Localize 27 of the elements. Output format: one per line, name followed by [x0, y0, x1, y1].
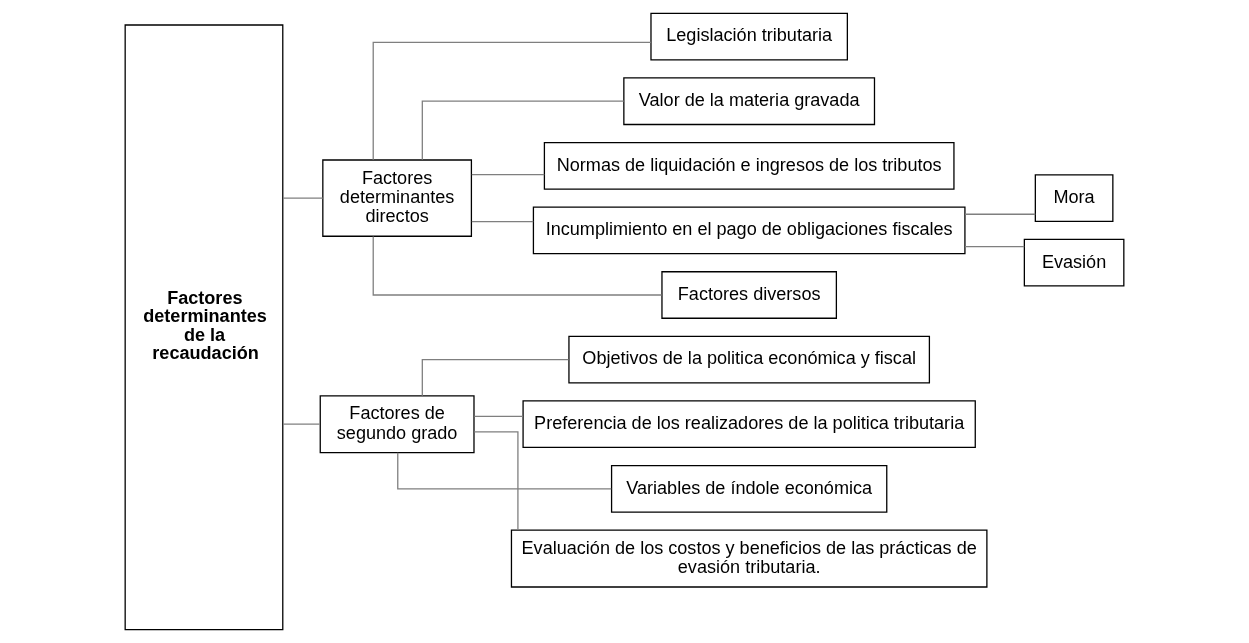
- node-box: Mora: [1034, 174, 1114, 223]
- connector: [964, 213, 1036, 215]
- node-box: Factores de segundo grado: [319, 395, 475, 454]
- node-box: Valor de la materia gravada: [623, 77, 876, 126]
- connector: [421, 100, 625, 161]
- node-box: Legislación tributaria: [650, 12, 848, 61]
- node-box: Variables de índole económica: [610, 464, 888, 513]
- connector: [964, 245, 1025, 248]
- node-box: Evaluación de los costos y beneficios de las prácticas de evasión tributaria.: [510, 529, 988, 588]
- node-box: Evasión: [1023, 238, 1125, 287]
- connector: [372, 235, 663, 296]
- connector: [282, 197, 324, 199]
- node-box: Normas de liquidación e ingresos de los tributos: [543, 141, 955, 190]
- node-box: Factores determinantes de la recaudación: [124, 24, 284, 631]
- connector: [421, 358, 570, 397]
- connector: [473, 415, 524, 418]
- node-box: Factores diversos: [661, 271, 838, 319]
- connector: [282, 423, 321, 425]
- node-box: Incumplimiento en el pago de obligaciones fiscales: [532, 206, 966, 255]
- node-box: Preferencia de los realizadores de la politica tributaria: [522, 400, 976, 449]
- node-box: Factores determinantes directos: [322, 159, 473, 237]
- connector: [397, 452, 612, 490]
- connector: [372, 41, 652, 161]
- connector: [473, 431, 519, 531]
- node-box: Objetivos de la politica económica y fiscal: [568, 335, 931, 384]
- connector: [471, 173, 545, 176]
- connector: [471, 221, 534, 223]
